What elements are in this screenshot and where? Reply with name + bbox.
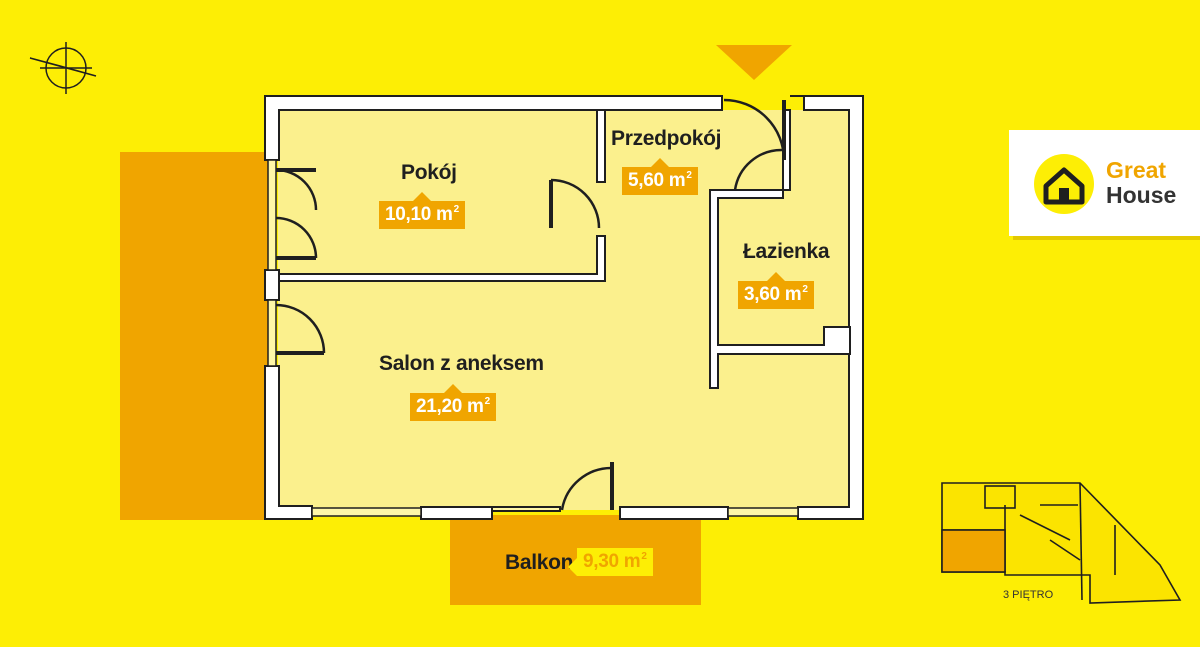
area-badge-przedpokoj: 5,60 m2 — [622, 158, 698, 195]
compass-icon — [29, 42, 97, 94]
logo-line-house: House — [1106, 182, 1177, 208]
room-label-salon: Salon z aneksem — [379, 352, 544, 375]
area-unit-sup: 2 — [802, 284, 808, 295]
logo-text: Great House — [1106, 158, 1176, 208]
door-pokoj — [550, 178, 601, 229]
logo-icon-overlay — [1034, 154, 1094, 214]
area-value: 10,10 m — [385, 204, 453, 225]
building-key-plan — [941, 482, 1182, 604]
door-terrace-2 — [275, 303, 326, 354]
area-unit-sup: 2 — [641, 551, 647, 562]
room-label-pokoj: Pokój — [401, 161, 457, 184]
room-label-lazienka: Łazienka — [743, 240, 830, 263]
area-unit-sup: 2 — [686, 170, 692, 181]
floor-label: 3 PIĘTRO — [1003, 589, 1054, 601]
area-badge-pokoj: 10,10 m2 — [379, 192, 465, 229]
windows — [267, 159, 799, 517]
area-value: 5,60 m — [628, 170, 686, 191]
door-balcony — [560, 466, 613, 511]
area-value: 3,60 m — [744, 284, 802, 305]
entrance-arrow-icon — [716, 45, 792, 80]
terrace-area — [120, 152, 270, 520]
area-unit-sup: 2 — [453, 204, 460, 215]
exterior-walls — [264, 95, 864, 520]
door-bathroom — [733, 148, 783, 191]
doors — [275, 98, 786, 511]
area-value: 21,20 m — [416, 396, 484, 417]
area-badge-balkon: 9,30 m2 — [568, 548, 653, 576]
apartment-floor — [278, 110, 850, 510]
area-badge-salon: 21,20 m2 — [410, 384, 496, 421]
logo-line-great: Great — [1106, 157, 1167, 183]
room-label-przedpokoj: Przedpokój — [611, 127, 722, 150]
area-value: 9,30 m — [583, 551, 641, 572]
room-label-balkon: Balkon — [505, 551, 574, 574]
area-unit-sup: 2 — [484, 396, 491, 407]
area-badge-lazienka: 3,60 m2 — [738, 272, 814, 309]
